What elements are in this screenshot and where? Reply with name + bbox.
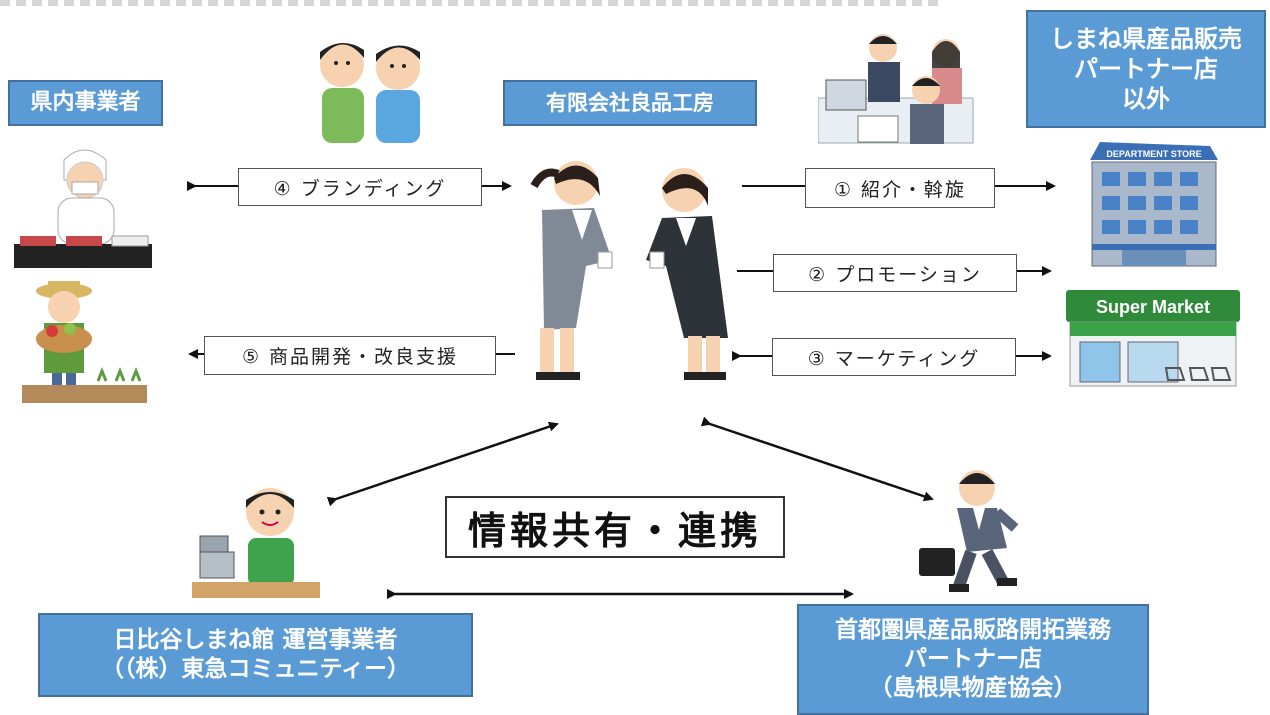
supermarket-sign: Super Market [1096,297,1210,317]
department-store-sign: DEPARTMENT STORE [1106,149,1201,159]
top-faded-text [0,0,940,6]
label-center: 情報共有・連携 [445,496,785,558]
businessman-illustration [919,470,1019,592]
box-kennai: 県内事業者 [8,80,163,126]
arrow-diag-left [326,421,559,507]
label-shohin: ⑤ 商品開発・改良支援 [204,336,496,375]
box-hibiya: 日比谷しまね館 運営事業者 （（株）東急コミュニティー） [38,613,473,697]
farmer-illustration [22,281,147,403]
businesswomen-illustration [530,161,728,380]
supermarket-illustration: Super Market [1066,290,1240,387]
label-marketing: ③ マーケティング [772,338,1016,376]
cashier-illustration [192,488,320,598]
box-shimane-partner: しまね県産品販売 パートナー店 以外 [1026,10,1266,128]
label-branding: ④ ブランディング [238,168,482,206]
food-worker-illustration [14,149,152,268]
office-workers-illustration [818,34,974,144]
arrow-diag-right [700,416,934,502]
consultants-illustration [320,42,420,143]
label-shoukai: ① 紹介・斡旋 [805,168,995,208]
box-yugen: 有限会社良品工房 [503,80,757,126]
label-promotion: ② プロモーション [773,254,1017,292]
box-shutoken: 首都圏県産品販路開拓業務 パートナー店 （島根県物産協会） [797,604,1149,715]
department-store-illustration: DEPARTMENT STORE [1090,142,1218,267]
